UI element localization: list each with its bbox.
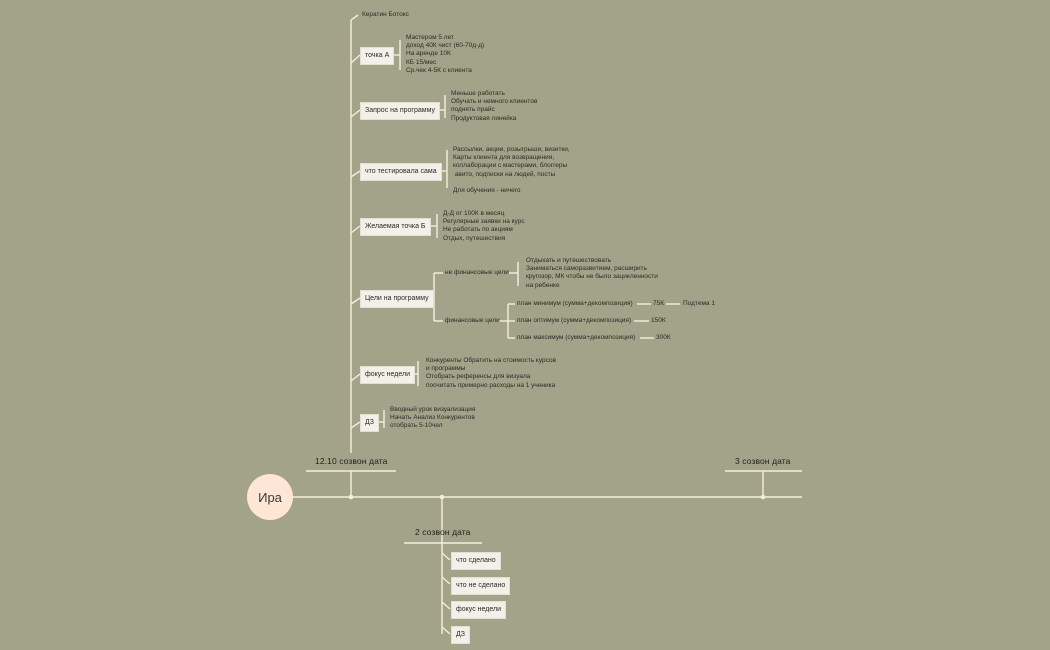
goal-financial[interactable]: финансовые цели [445, 317, 500, 324]
node-zapros[interactable]: Запрос на программу [360, 102, 440, 120]
plan-optimum-value[interactable]: 150К [651, 317, 666, 324]
plan-optimum[interactable]: план оптимум (сумма+декомпозиция) [517, 317, 632, 324]
top-note[interactable]: Кератин Ботокс [362, 11, 409, 18]
node-tochka-a-text: Мастером 5 лет доход 40К чист (60-70д-д)… [406, 34, 485, 74]
node-celi[interactable]: Цели на программу [360, 290, 434, 308]
plan-minimum-value[interactable]: 75К [653, 300, 665, 307]
session2-item-dz[interactable]: ДЗ [451, 626, 470, 644]
node-dz-text: Вводный урок визуализация Начать Анализ … [390, 406, 476, 430]
session-2-label[interactable]: 2 созвон дата [415, 527, 471, 537]
goal-nonfinancial-text: Отдыхать и путешествовать Заниматься сам… [526, 257, 658, 289]
node-fokus-text: Конкуренты Обратить на стоимость курсов … [426, 357, 557, 389]
session2-item-focus[interactable]: фокус недели [451, 601, 507, 619]
plan-minimum[interactable]: план минимум (сумма+декомпозиция) [517, 300, 633, 307]
node-testirovala[interactable]: что тестировала сама [360, 163, 442, 181]
session2-item-done[interactable]: что сделано [451, 552, 501, 570]
node-tochka-a[interactable]: точка А [360, 47, 395, 65]
node-tochka-b-text: Д-Д от 100К в месяц Регулярные заявки на… [443, 210, 525, 242]
root-node-label: Ира [258, 489, 282, 505]
node-testirovala-text: Рассылки, акции, розыгрыши, визитки, Кар… [453, 146, 570, 195]
plan-maximum[interactable]: план максимум (сумма+декомпозиция) [517, 334, 636, 341]
node-fokus[interactable]: фокус недели [360, 366, 416, 384]
node-dz[interactable]: ДЗ [360, 414, 379, 432]
node-zapros-text: Меньше работать Обучать и немного клиент… [451, 90, 538, 122]
session2-item-not-done[interactable]: что не сделано [451, 577, 511, 595]
plan-maximum-value[interactable]: 300К [656, 334, 671, 341]
node-tochka-b[interactable]: Желаемая точка Б [360, 218, 431, 236]
session-3-label[interactable]: 3 созвон дата [735, 456, 791, 466]
goal-nonfinancial[interactable]: не финансовые цели [445, 269, 509, 276]
plan-minimum-subtopic[interactable]: Подтема 1 [683, 300, 715, 307]
session-1-label[interactable]: 12.10 созвон дата [315, 456, 388, 466]
root-node-ira[interactable]: Ира [247, 474, 293, 520]
